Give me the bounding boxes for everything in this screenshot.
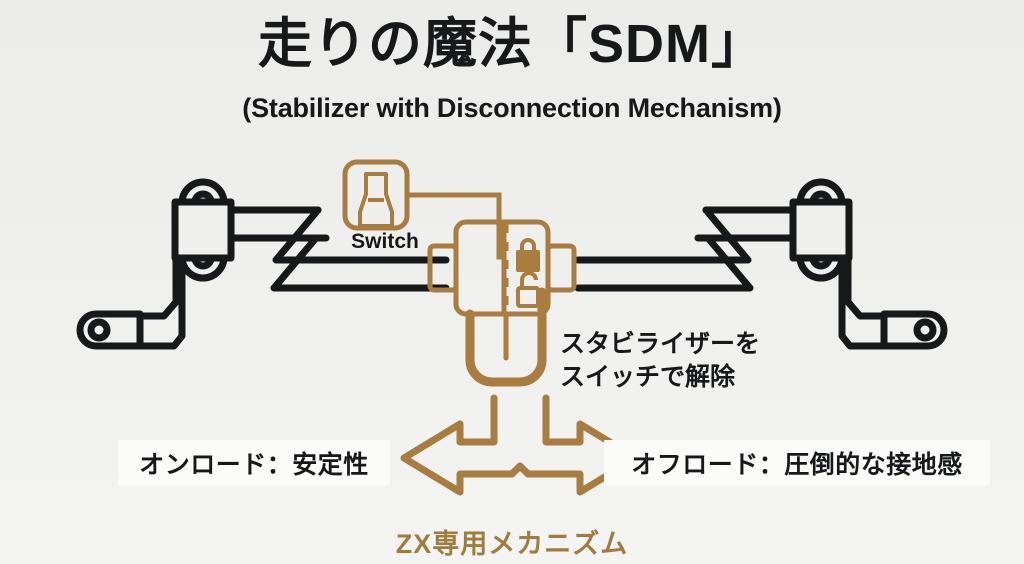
bushing-mount-right bbox=[789, 178, 853, 282]
switch-label: Switch bbox=[351, 230, 419, 253]
release-note: スタビライザーを スイッチで解除 bbox=[560, 328, 760, 394]
coupler-drop-link bbox=[465, 287, 547, 387]
release-note-line-2: スイッチで解除 bbox=[560, 363, 736, 391]
bushing-mount-left bbox=[171, 178, 235, 282]
switch-box[interactable] bbox=[342, 159, 410, 231]
disconnect-coupler[interactable] bbox=[427, 219, 577, 317]
sdm-diagram bbox=[76, 159, 948, 387]
double-headed-arrow-icon bbox=[400, 394, 630, 496]
mode-label-onroad: オンロード：安定性 bbox=[118, 440, 390, 486]
switch-wire bbox=[404, 192, 502, 260]
page-title: 走りの魔法「SDM」 bbox=[258, 14, 766, 74]
padlock-closed-icon bbox=[516, 238, 540, 272]
stabilizer-bar-right bbox=[574, 206, 948, 350]
mode-label-offroad: オフロード：圧倒的な接地感 bbox=[604, 440, 990, 486]
footer-caption: ZX専用メカニズム bbox=[395, 529, 629, 559]
padlock-open-icon bbox=[516, 271, 540, 308]
toggle-switch-icon bbox=[358, 172, 394, 228]
page-subtitle: (Stabilizer with Disconnection Mechanism… bbox=[242, 93, 782, 123]
release-note-line-1: スタビライザーを bbox=[560, 330, 761, 358]
